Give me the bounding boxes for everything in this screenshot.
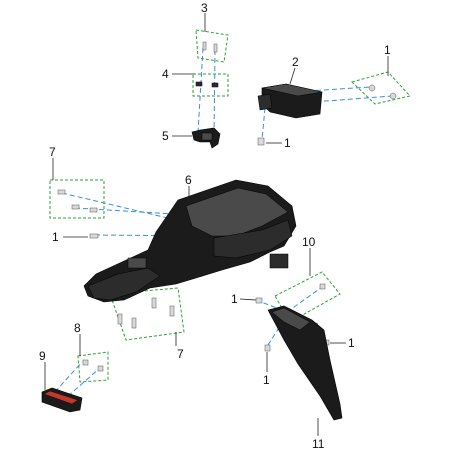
- callout-5: 5: [162, 129, 169, 143]
- group-box-1-top: [351, 71, 411, 105]
- group-boxes: [49, 29, 411, 383]
- mudguard-part-11: [267, 305, 343, 421]
- callout-7-bottom: 7: [177, 347, 184, 361]
- callout-11: 11: [312, 437, 325, 451]
- screws-group-7-left: [57, 189, 98, 213]
- callout-4: 4: [162, 67, 169, 81]
- callout-6: 6: [185, 173, 192, 187]
- group-box-7-bottom: [109, 287, 185, 341]
- leader-lines: [44, 13, 389, 436]
- group-box-4: [192, 73, 229, 97]
- callout-2: 2: [292, 55, 299, 69]
- clip-part-5: [191, 127, 221, 149]
- screws-group-7-bottom: [117, 297, 175, 329]
- assembly-lines: [54, 47, 393, 397]
- nuts-group-4: [195, 81, 219, 88]
- callout-3: 3: [201, 1, 208, 15]
- reflector-part-9: [41, 387, 83, 413]
- bolt-below-bracket: [257, 137, 265, 146]
- callout-10: 10: [302, 235, 316, 249]
- group-box-10: [274, 271, 341, 323]
- callout-1-mid: 1: [231, 292, 238, 306]
- group-box-7-left: [49, 179, 105, 219]
- bolts-top-right: [368, 84, 397, 100]
- callout-1-below-bracket: 1: [284, 136, 291, 150]
- group-box-3: [195, 29, 229, 63]
- bracket-part-2: [257, 83, 323, 119]
- rear-fender-part-6: [83, 179, 297, 303]
- callout-8: 8: [74, 321, 81, 335]
- callout-1-top-right: 1: [384, 43, 391, 57]
- screws-group-8: [82, 359, 104, 372]
- bolt-left-fender: [89, 233, 99, 239]
- callout-7-left: 7: [49, 145, 56, 159]
- callout-1-right: 1: [348, 336, 355, 350]
- callout-9: 9: [39, 349, 46, 363]
- callout-labels: 3 4 2 1 5 1 7 6 1 10 1 1 7 8 9 1 11: [39, 1, 391, 451]
- callout-1-lower: 1: [263, 373, 270, 387]
- callout-1-left: 1: [52, 230, 59, 244]
- screws-group-3: [202, 41, 218, 53]
- group-box-8: [77, 351, 109, 383]
